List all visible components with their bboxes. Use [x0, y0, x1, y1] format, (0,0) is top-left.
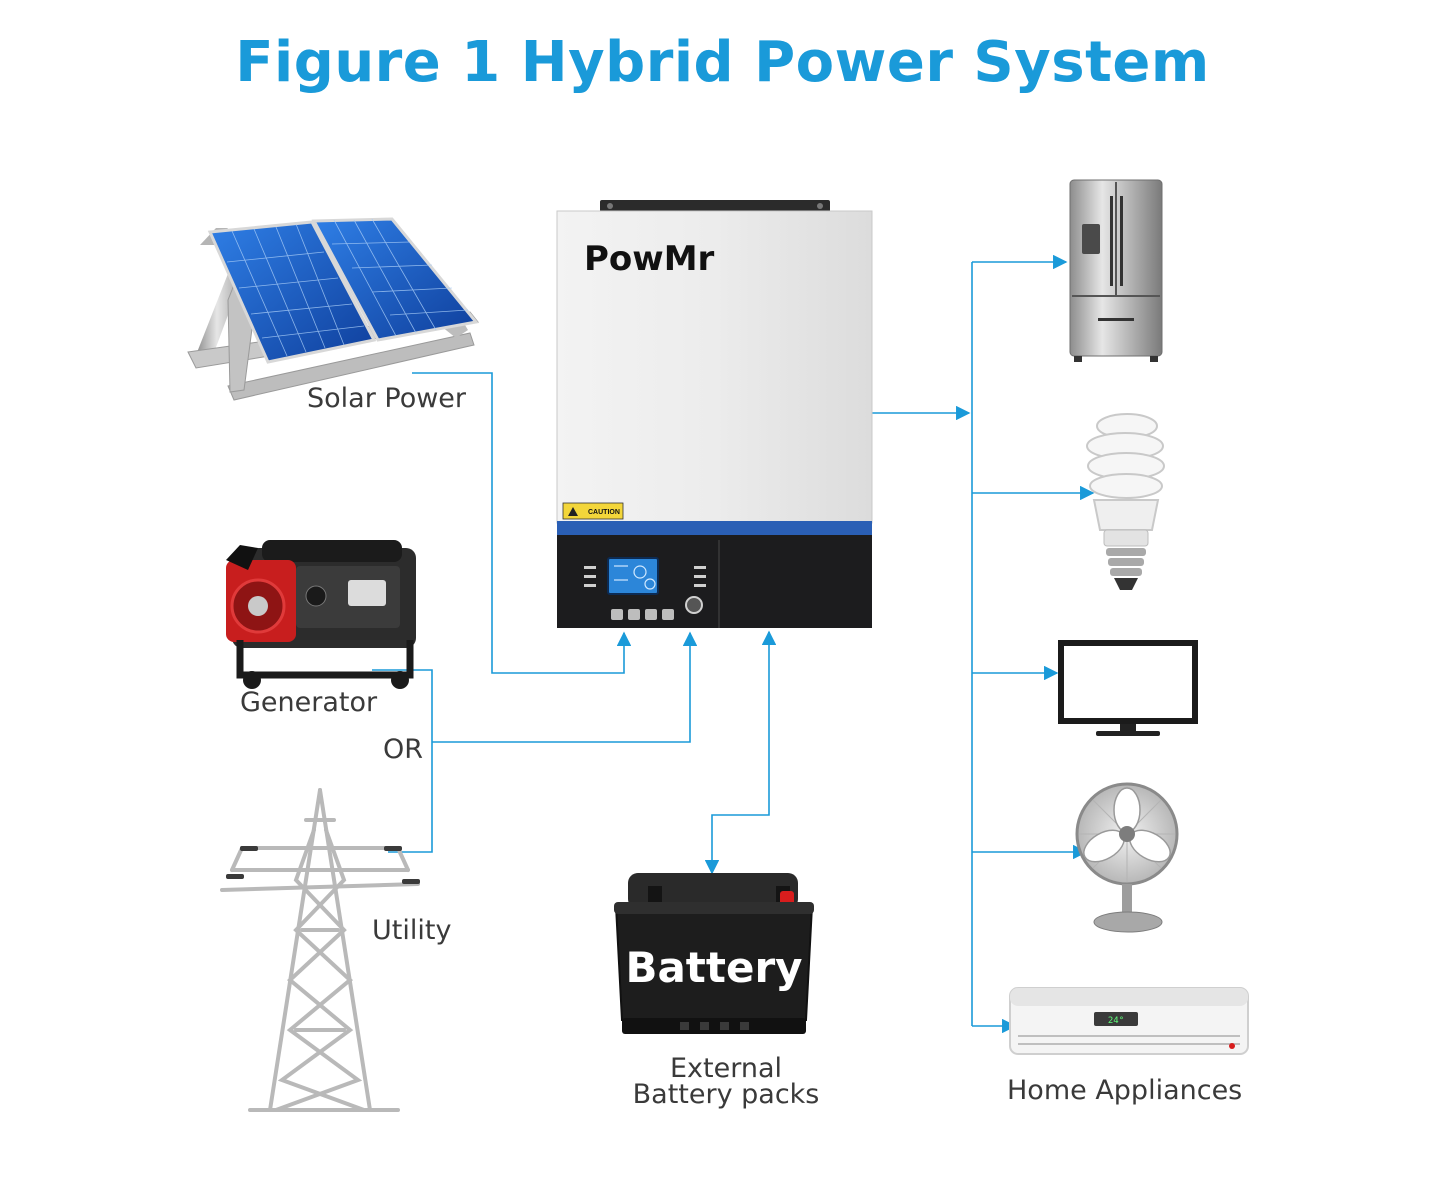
solar-power-label: Solar Power: [307, 383, 467, 414]
solar-panel-icon: [187, 217, 479, 401]
battery-connector: [704, 630, 777, 875]
battery-caption-line1: External: [669, 1053, 783, 1084]
or-label: OR: [383, 734, 424, 765]
fan-icon: [1075, 782, 1179, 933]
solar-connector: [412, 372, 632, 674]
caution-label: CAUTION: [588, 509, 620, 516]
hybrid-inverter-icon: PowMr CAUTION: [556, 200, 873, 628]
home-appliances-label: Home Appliances: [1007, 1075, 1243, 1106]
battery-face-label: Battery: [625, 943, 802, 992]
utility-label: Utility: [372, 915, 452, 946]
refrigerator-icon: [1069, 179, 1163, 362]
utility-tower-icon: [220, 788, 420, 1112]
air-conditioner-icon: 24°: [1009, 987, 1249, 1055]
inverter-brand: PowMr: [584, 239, 715, 279]
ac-display-reading: 24°: [1108, 1016, 1124, 1026]
light-bulb-icon: [1086, 413, 1165, 590]
battery-icon: Battery: [614, 873, 814, 1034]
battery-caption-line2: Battery packs: [632, 1079, 820, 1110]
connector-lines: [372, 254, 1095, 1034]
generator-icon: [226, 540, 416, 689]
grid-connector: [432, 631, 698, 743]
television-icon: [1058, 640, 1198, 736]
generator-label: Generator: [240, 687, 378, 718]
power-line-insulators: [226, 846, 420, 884]
page-title: Figure 1 Hybrid Power System: [235, 30, 1210, 95]
generator-connector: [372, 669, 433, 853]
